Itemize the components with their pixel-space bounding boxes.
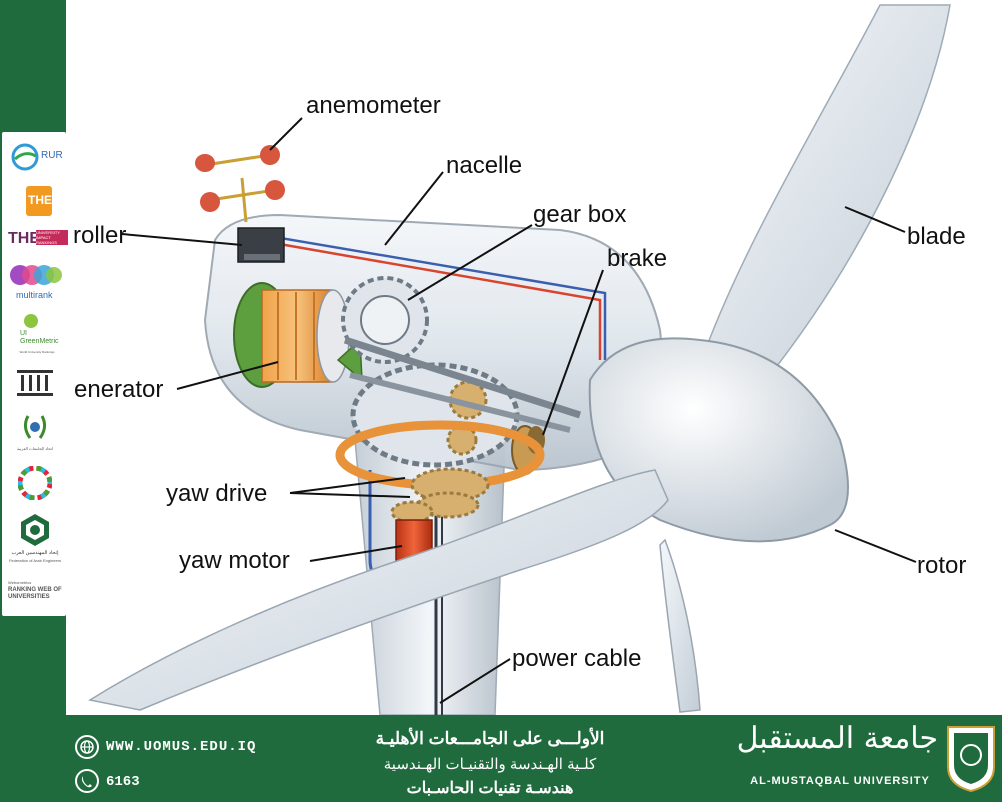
label-yaw-motor: yaw motor xyxy=(179,547,290,574)
label-brake: brake xyxy=(607,245,668,272)
footer-line1: الأولـــى على الجامـــعات الأهليـة xyxy=(375,729,605,748)
the-impact-subtext: UNIVERSITY IMPACT RANKINGS xyxy=(36,230,68,245)
webometrics-text: RANKING WEB OF UNIVERSITIES xyxy=(8,587,62,600)
the-text: THE xyxy=(28,193,52,207)
the-impact-text: THE xyxy=(8,230,40,247)
greenmetric-logo[interactable]: UI GreenMetric World University Rankings xyxy=(8,314,62,358)
federation-text-en: Federation of Arab Engineers xyxy=(8,558,62,563)
federation-arab-engineers-logo[interactable]: إتحاد المهندسين العرب Federation of Arab… xyxy=(8,512,62,568)
rur-logo[interactable]: RUR xyxy=(8,138,63,178)
label-generator: enerator xyxy=(74,376,164,403)
controller-box xyxy=(237,227,285,263)
columns-icon xyxy=(17,370,53,396)
label-anemometer: anemometer xyxy=(306,92,441,119)
blade-bottom xyxy=(88,469,701,713)
arab-universities-union-logo[interactable]: اتحاد الجامعات العربية xyxy=(8,412,62,456)
footer: WWW.UOMUS.EDU.IQ 6163 الأولـــى على الجا… xyxy=(0,715,1002,802)
yaw-drive xyxy=(335,420,545,519)
phone-icon xyxy=(75,769,99,793)
rankings-panel: RUR THE THE UNIVERSITY IMPACT RANKINGS m… xyxy=(2,132,68,616)
greenmetric-subtext: World University Rankings xyxy=(19,350,55,354)
university-logo-english: AL-MUSTAQBAL UNIVERSITY xyxy=(750,775,930,787)
label-nacelle: nacelle xyxy=(446,152,523,179)
wind-turbine-diagram: anemometer nacelle gear box brake blade … xyxy=(73,4,967,716)
sdg-wheel-icon xyxy=(18,466,52,500)
turbine-illustration xyxy=(88,4,951,716)
gear-box xyxy=(341,276,582,468)
greenmetric-text: UI GreenMetric xyxy=(20,330,59,345)
blade-top xyxy=(698,4,951,376)
webometrics-pre-text: Webometrics xyxy=(8,580,32,585)
label-gear-box: gear box xyxy=(533,201,627,228)
wreath-icon xyxy=(23,415,47,439)
footer-website[interactable]: WWW.UOMUS.EDU.IQ xyxy=(106,739,257,755)
the-logo[interactable]: THE xyxy=(8,184,62,218)
federation-emblem-icon xyxy=(21,514,49,546)
footer-line2: كلـية الهـندسة والتقنيـات الهـندسية xyxy=(383,756,597,773)
webometrics-logo[interactable]: Webometrics RANKING WEB OF UNIVERSITIES xyxy=(8,580,62,608)
footer-phone[interactable]: 6163 xyxy=(106,774,140,790)
university-logo-arabic: جامعة المستقبل xyxy=(736,721,938,756)
globe-icon xyxy=(75,735,99,759)
label-controller: roller xyxy=(73,222,127,249)
generator xyxy=(233,282,363,388)
footer-line3: هندسـة تقنيات الحاسـبات xyxy=(406,780,574,797)
label-blade: blade xyxy=(907,223,966,250)
multirank-text: multirank xyxy=(16,290,53,300)
anemometer xyxy=(195,145,285,223)
arab-union-text: اتحاد الجامعات العربية xyxy=(16,446,54,451)
multirank-logo[interactable]: multirank xyxy=(8,262,62,306)
multirank-circles-icon xyxy=(10,265,62,285)
leader-lines xyxy=(121,117,917,704)
label-yaw-drive: yaw drive xyxy=(166,480,268,507)
rur-globe-icon xyxy=(11,143,39,171)
federation-text-ar: إتحاد المهندسين العرب xyxy=(11,550,59,556)
rur-text: RUR xyxy=(41,150,63,161)
label-rotor: rotor xyxy=(917,552,967,579)
institution-columns-logo[interactable] xyxy=(8,366,62,400)
sdg-logo[interactable] xyxy=(8,464,62,504)
university-crest-icon xyxy=(947,726,995,793)
the-impact-logo[interactable]: THE UNIVERSITY IMPACT RANKINGS xyxy=(8,228,68,256)
label-power-cable: power cable xyxy=(512,645,642,672)
